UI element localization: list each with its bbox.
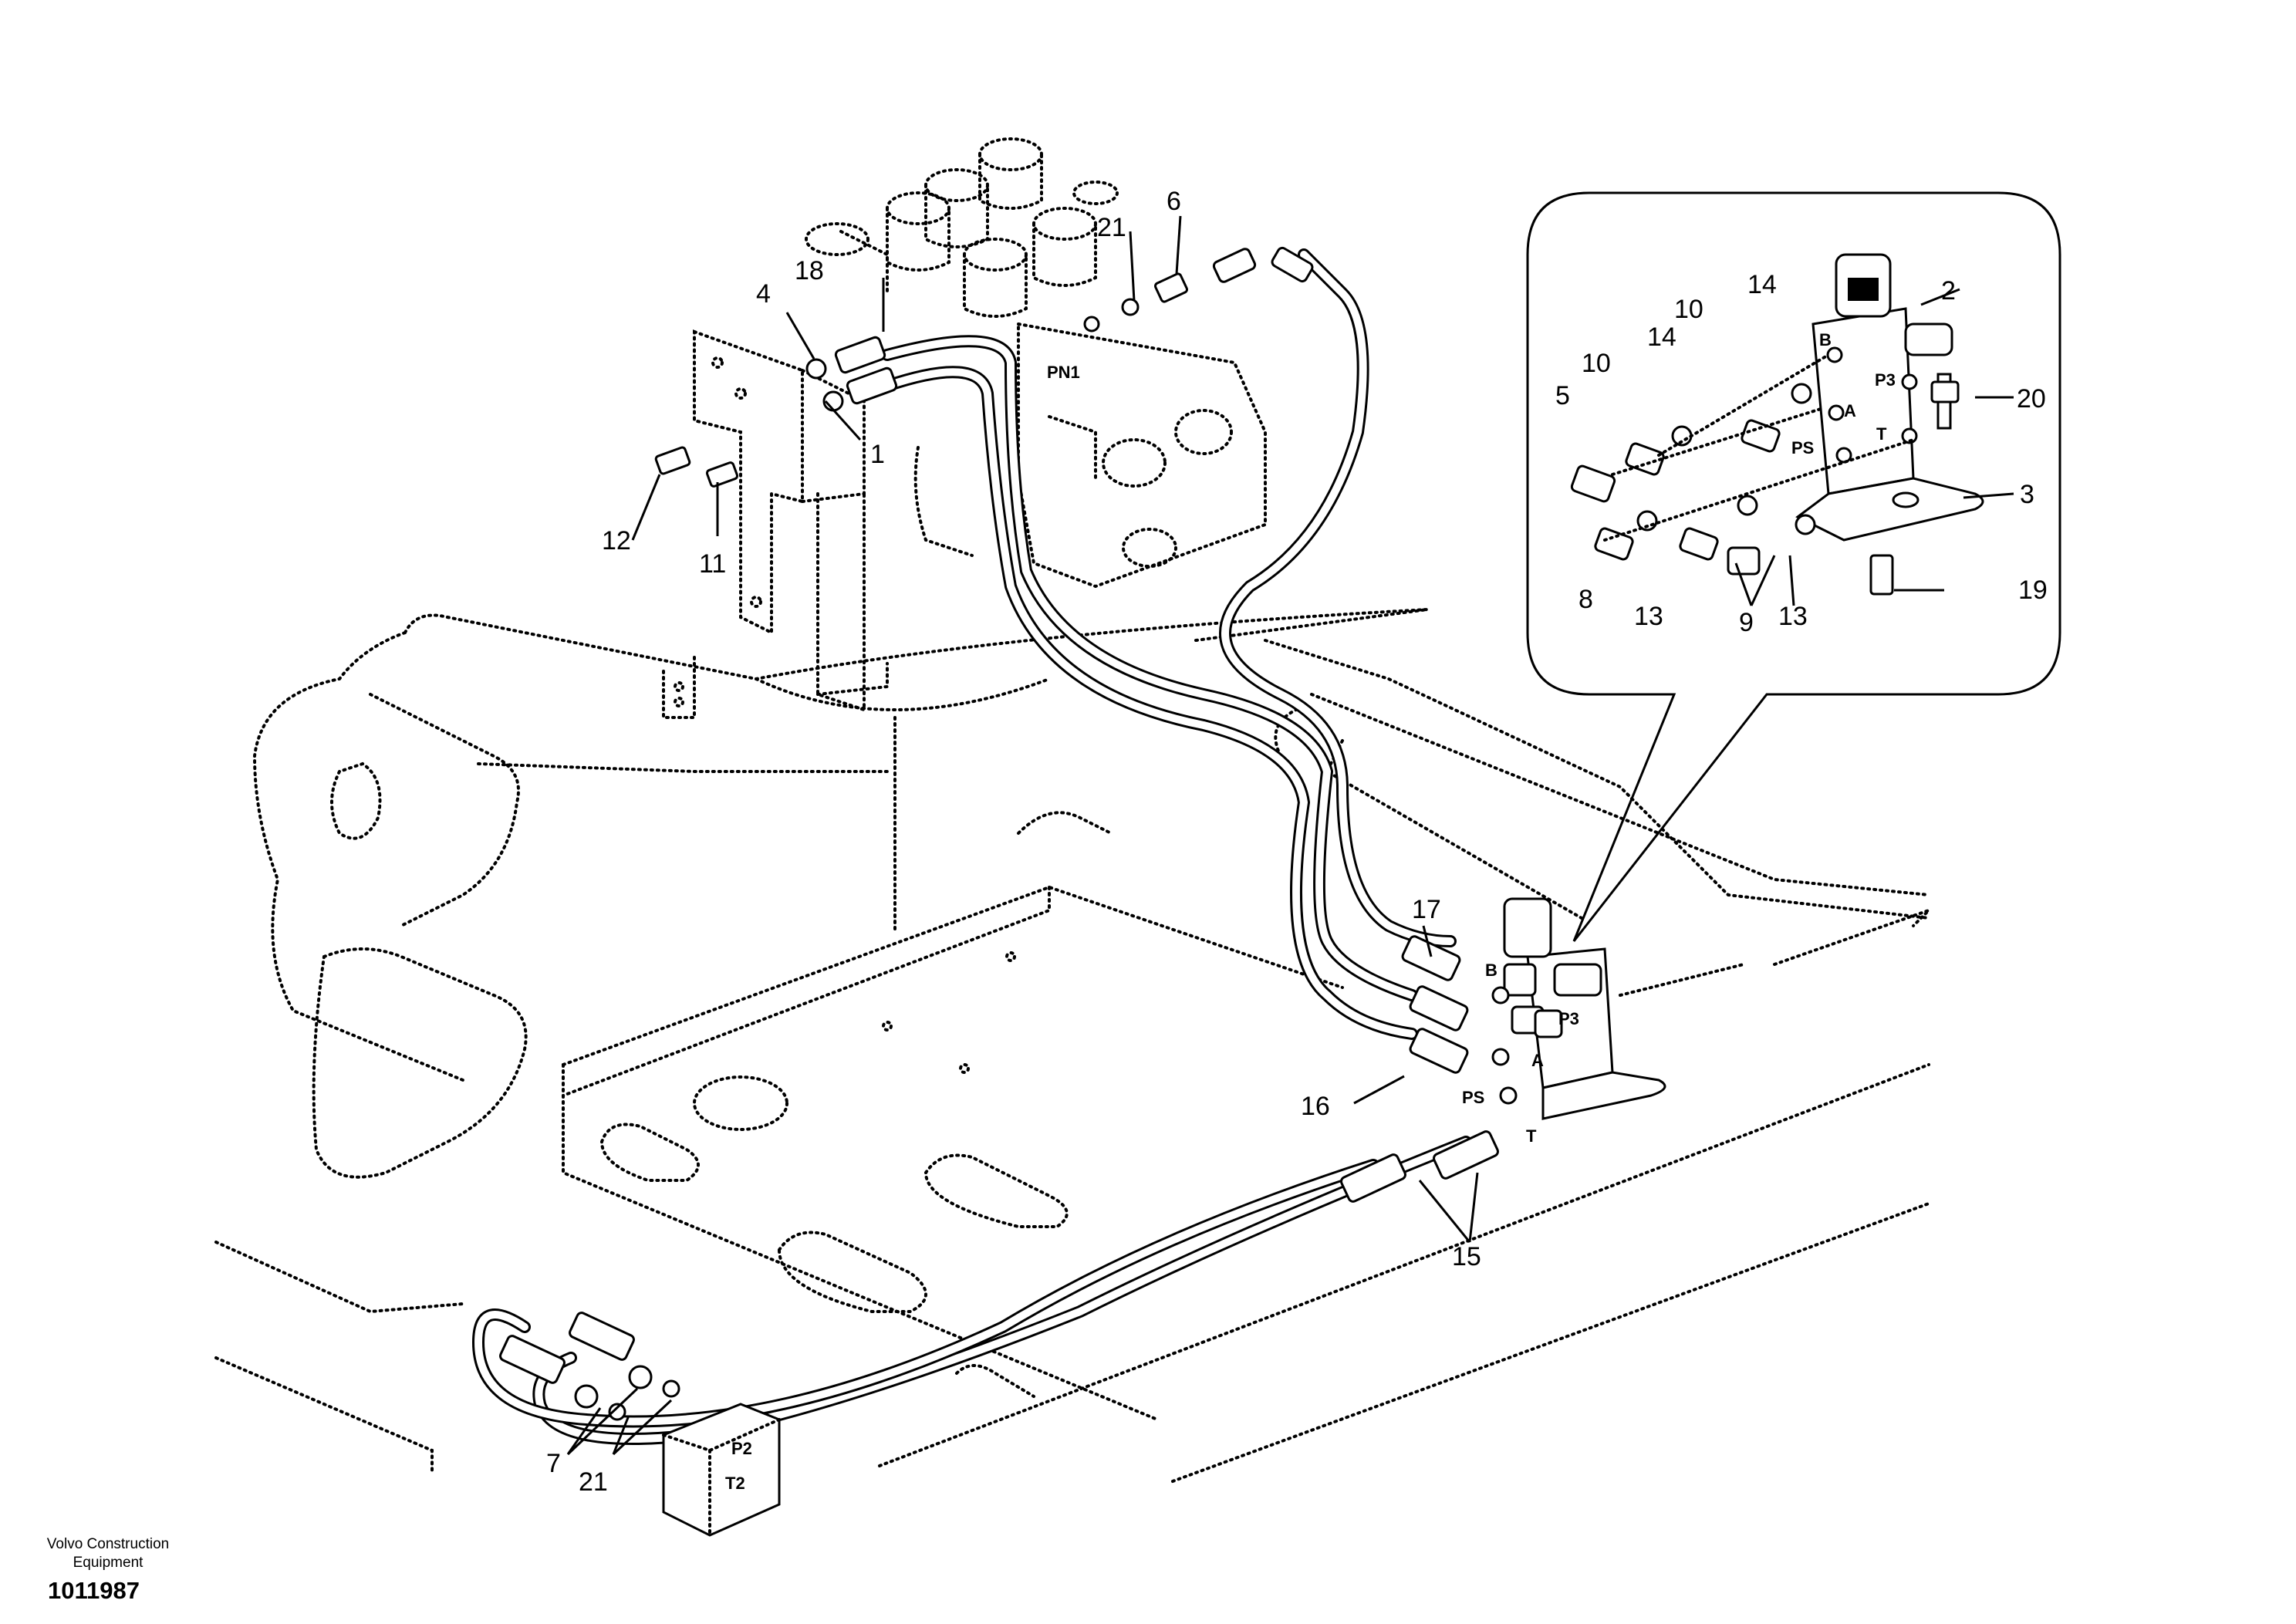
- callout-6: 6: [1167, 187, 1181, 216]
- callout-9: 9: [1739, 608, 1754, 637]
- drawing-id: 1011987: [48, 1577, 140, 1604]
- callout-14b: 14: [1747, 270, 1777, 299]
- detail-bubble: [1526, 191, 2061, 942]
- hose-fittings-lower: [499, 935, 1499, 1421]
- callout-numbers: 1 2 3 4 5 6 7 8 9 10 10 11 12 13 13 14 1…: [546, 187, 2048, 1497]
- upper-frame-outline: [252, 608, 1429, 1179]
- callout-13b: 13: [1778, 602, 1808, 631]
- callout-21b: 21: [579, 1467, 608, 1497]
- detail-port-label-p3: P3: [1875, 370, 1896, 390]
- port-label-ps: PS: [1462, 1088, 1484, 1107]
- callout-10b: 10: [1674, 295, 1703, 324]
- port-label-p3: P3: [1558, 1009, 1579, 1028]
- callout-13: 13: [1634, 602, 1663, 631]
- hose-fittings-upper: [654, 246, 1314, 488]
- port-label-b: B: [1485, 961, 1497, 980]
- callout-21: 21: [1097, 213, 1126, 242]
- callout-18: 18: [795, 256, 824, 285]
- detail-port-label-ps: PS: [1791, 438, 1814, 457]
- detail-port-label-a: A: [1844, 401, 1856, 420]
- port-label-a: A: [1531, 1051, 1544, 1070]
- callout-20: 20: [2017, 384, 2046, 414]
- callout-3: 3: [2020, 480, 2034, 509]
- callout-16: 16: [1301, 1092, 1330, 1121]
- callout-10: 10: [1582, 349, 1611, 378]
- detail-fittings: [1570, 353, 1960, 596]
- port-label-pn1: PN1: [1047, 363, 1080, 382]
- leader-lines: [566, 215, 2014, 1456]
- company-line-2: Equipment: [73, 1555, 144, 1571]
- lower-connection-block: [662, 1403, 781, 1537]
- company-name: Volvo Construction Equipment: [31, 1535, 185, 1572]
- company-line-1: Volvo Construction: [46, 1536, 170, 1552]
- callout-1: 1: [870, 440, 885, 469]
- callout-15: 15: [1452, 1242, 1481, 1271]
- lower-frame-outline: [214, 639, 1930, 1483]
- port-label-t: T: [1526, 1126, 1537, 1146]
- callout-5: 5: [1555, 381, 1570, 410]
- callout-4: 4: [756, 279, 771, 309]
- mounting-bracket: [662, 329, 889, 719]
- callout-19: 19: [2018, 576, 2048, 605]
- callout-7: 7: [546, 1449, 561, 1478]
- callout-8: 8: [1578, 585, 1593, 614]
- callout-14: 14: [1647, 322, 1676, 352]
- detail-port-label-t: T: [1876, 424, 1887, 444]
- callout-12: 12: [602, 526, 631, 555]
- detail-port-label-b: B: [1819, 330, 1832, 349]
- port-labels: PN1 B A P3 PS T P2 T2 B A P3 PS T: [725, 330, 1896, 1493]
- callout-17: 17: [1412, 895, 1441, 924]
- hydraulic-hoses: [472, 248, 1472, 1445]
- port-label-t2: T2: [725, 1474, 745, 1493]
- solenoid-valve: [1491, 897, 1666, 1120]
- port-label-p2: P2: [731, 1439, 752, 1458]
- callout-2: 2: [1941, 276, 1956, 306]
- callout-11: 11: [699, 549, 726, 579]
